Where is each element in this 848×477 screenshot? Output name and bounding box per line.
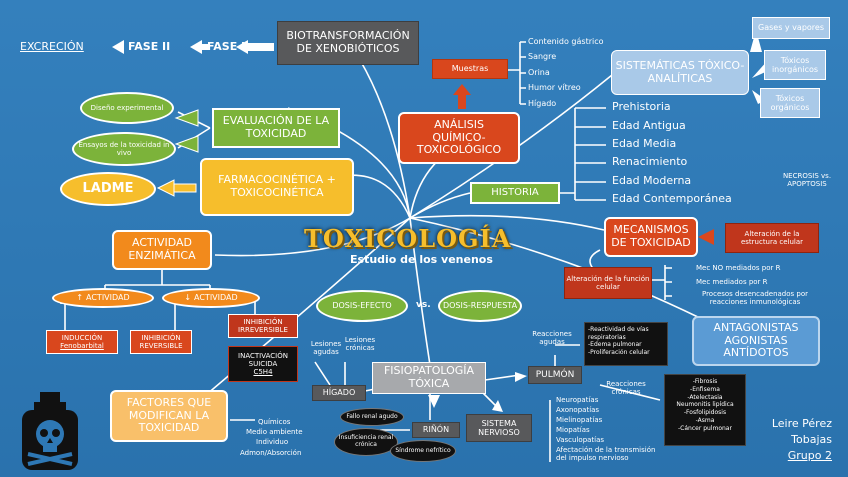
biotransformacion-box: BIOTRANSFORMACIÓN DE XENOBIÓTICOS — [277, 21, 419, 65]
factor-item: Medio ambiente — [246, 428, 303, 436]
fase-i-label: FASE I — [207, 40, 246, 53]
dosis-respuesta-oval: DOSIS-RESPUESTA — [438, 290, 522, 322]
muestras-box: Muestras — [432, 59, 508, 79]
author-name: Leire Pérez — [771, 417, 832, 430]
aguda-item: -Reactividad de vías respiratorias — [588, 326, 649, 341]
reacciones-cronicas-box: -Fibrosis -Enfisema -Atelectasia Neumoni… — [664, 374, 746, 446]
muestra-item: Sangre — [528, 52, 557, 61]
antagonistas-box: ANTAGONISTAS AGONISTAS ANTÍDOTOS — [692, 316, 820, 366]
rinon-box: RIÑÓN — [412, 422, 460, 438]
sn-item: Vasculopatías — [556, 436, 605, 444]
historia-item: Renacimiento — [612, 155, 688, 168]
muestra-item: Orina — [528, 68, 550, 77]
higado-box: HÍGADO — [312, 385, 366, 401]
group-label: Grupo 2 — [787, 448, 832, 462]
farmacocinetica-box: FARMACOCINÉTICA + TOXICOCINÉTICA — [200, 158, 354, 216]
muestra-item: Hígado — [528, 99, 557, 108]
reacciones-agudas-label: Reacciones agudas — [532, 330, 572, 346]
sn-item: Mielinopatías — [556, 416, 603, 424]
inactivacion-suicida-box: INACTIVACIÓN SUICIDA C5H4 — [228, 346, 298, 382]
insuficiencia-renal-oval: Insuficiencia renal crónica — [334, 428, 398, 456]
toxicos-organicos-box: Tóxicos orgánicos — [760, 88, 820, 118]
ladme-oval: LADME — [60, 172, 156, 206]
cronica-item: -Fosfolipidosis — [683, 409, 727, 417]
diseno-experimental-oval: Diseño experimental — [80, 92, 174, 124]
cronica-item: -Cáncer pulmonar — [678, 424, 732, 432]
factor-item: Admon/Absorción — [240, 449, 302, 457]
cronica-item: -Enfisema — [690, 385, 720, 393]
cronica-item: -Fibrosis — [692, 378, 718, 385]
cronica-item: Neumonitis lipídica — [676, 401, 734, 409]
historia-item: Prehistoria — [612, 100, 671, 113]
historia-item: Edad Antigua — [612, 119, 686, 132]
arrow-down-icon: ↓ — [184, 293, 192, 303]
sn-item: Miopatías — [556, 426, 590, 434]
sn-item: Neuropatías — [556, 396, 599, 404]
gases-box: Gases y vapores — [752, 17, 830, 39]
alteracion-funcion-box: Alteración de la función celular — [564, 267, 652, 299]
reacciones-agudas-box: -Reactividad de vías respiratorias -Edem… — [584, 322, 668, 366]
sistema-nervioso-box: SISTEMA NERVIOSO — [466, 414, 532, 442]
induccion-label: INDUCCIÓN — [61, 333, 103, 342]
authors: Leire Pérez Tobajas Grupo 2 — [752, 416, 832, 464]
necrosis-apoptosis-label: NECROSIS vs. APOPTOSIS — [782, 172, 832, 188]
historia-item: Edad Contemporánea — [612, 192, 732, 205]
aguda-item: -Edema pulmonar — [588, 341, 642, 348]
main-title: TOXICOLOGÍA — [304, 224, 512, 253]
toxicos-inorganicos-box: Tóxicos inorgánicos — [764, 50, 826, 80]
muestra-item: Humor vítreo — [528, 83, 581, 92]
excrecion-label: EXCRECIÓN — [20, 40, 84, 53]
mecanismos-box: MECANISMOS DE TOXICIDAD — [604, 217, 698, 257]
factores-box: FACTORES QUE MODIFICAN LA TOXICIDAD — [110, 390, 228, 442]
mecanismo-item: Mec NO mediados por R — [696, 264, 781, 272]
dosis-efecto-oval: DOSIS-EFECTO — [316, 290, 408, 322]
sn-item: Axonopatías — [556, 406, 600, 414]
muestra-item: Contenido gástrico — [528, 37, 604, 46]
c5h4-label: C5H4 — [253, 368, 273, 377]
vs-label: vs. — [416, 300, 431, 310]
arrow-up-icon: ↑ — [76, 293, 84, 303]
pulmon-box: PULMÓN — [528, 366, 582, 384]
reacciones-cronicas-label: Reacciones crónicas — [606, 380, 646, 396]
fallo-renal-oval: Fallo renal agudo — [340, 408, 404, 426]
analisis-box: ANÁLISIS QUÍMICO-TOXICOLÓGICO — [398, 112, 520, 164]
historia-box: HISTORIA — [470, 182, 560, 204]
inhibicion-reversible-box: INHIBICIÓN REVERSIBLE — [130, 330, 192, 354]
cronica-item: -Atelectasia — [687, 393, 723, 401]
lesiones-cronicas-label: Lesiones crónicas — [344, 336, 376, 352]
sindrome-nefritico-oval: Síndrome nefrítico — [390, 440, 456, 462]
actividad-up-oval: ↑ACTIVIDAD — [52, 288, 154, 308]
poison-bottle-skull-icon — [22, 392, 78, 470]
sn-item: Afectación de la transmisión del impulso… — [556, 446, 656, 463]
factor-item: Individuo — [256, 438, 289, 446]
mecanismo-item: Procesos desencadenados por reacciones i… — [701, 290, 809, 306]
inactivacion-label: INACTIVACIÓN SUICIDA — [238, 351, 288, 368]
actividad-up-label: ACTIVIDAD — [86, 293, 130, 303]
author-name: Tobajas — [791, 432, 832, 446]
fisiopatologia-box: FISIOPATOLOGÍA TÓXICA — [372, 362, 486, 394]
historia-item: Edad Media — [612, 137, 677, 150]
ensayos-oval: Ensayos de la toxicidad in vivo — [72, 132, 176, 166]
actividad-down-label: ACTIVIDAD — [194, 293, 238, 303]
fase-ii-label: FASE II — [128, 40, 171, 53]
evaluacion-box: EVALUACIÓN DE LA TOXICIDAD — [212, 108, 340, 148]
alteracion-estructura-box: Alteración de la estructura celular — [725, 223, 819, 253]
aguda-item: -Proliferación celular — [588, 348, 650, 356]
subtitle: Estudio de los venenos — [350, 253, 493, 266]
mecanismo-item: Mec mediados por R — [696, 278, 768, 286]
sistematicas-box: SISTEMÁTICAS TÓXICO-ANALÍTICAS — [611, 50, 749, 95]
fenobarbital-label: Fenobarbital — [60, 342, 104, 350]
induccion-box: INDUCCIÓN Fenobarbital — [46, 330, 118, 354]
cronica-item: -Asma — [695, 416, 715, 424]
actividad-down-oval: ↓ACTIVIDAD — [162, 288, 260, 308]
historia-item: Edad Moderna — [612, 174, 692, 187]
actividad-enzimatica-box: ACTIVIDAD ENZIMÁTICA — [112, 230, 212, 270]
inhibicion-irreversible-box: INHIBICIÓN IRREVERSIBLE — [228, 314, 298, 338]
lesiones-agudas-label: Lesiones agudas — [310, 340, 342, 356]
factor-item: Químicos — [258, 418, 291, 426]
